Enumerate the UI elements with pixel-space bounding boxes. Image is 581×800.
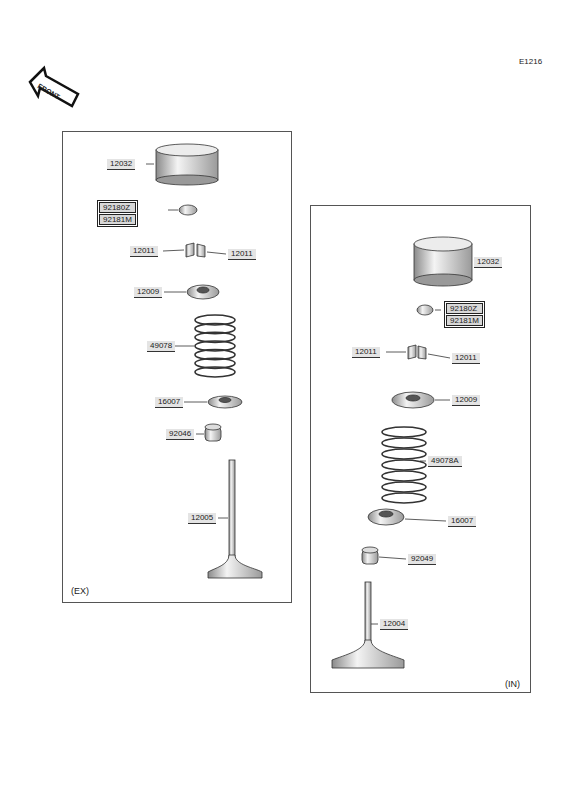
- exhaust-parts: [146, 144, 262, 578]
- callout-number: 12004: [380, 619, 408, 630]
- callout-number: 12011: [452, 353, 480, 364]
- spring-coil: [382, 493, 426, 503]
- part-number: 92181M: [446, 315, 483, 326]
- callout-number: 16007: [448, 516, 476, 527]
- part-number-box: 92180Z92181M: [97, 200, 138, 227]
- callout-number: 12032: [107, 159, 135, 170]
- spring-coil: [382, 460, 426, 470]
- panel-title: (IN): [505, 679, 520, 690]
- parts-panel: (EX) 92180Z92181M: [62, 131, 292, 603]
- diagram-code: E1216: [516, 57, 545, 67]
- callout-number: 12011: [228, 249, 256, 260]
- spring-coil: [382, 449, 426, 459]
- spring-coil: [382, 427, 426, 437]
- part-number: 92180Z: [446, 303, 483, 314]
- callout-number: 49078A: [428, 456, 462, 467]
- panel-title: (EX): [71, 586, 89, 597]
- callout-number: 12011: [130, 246, 158, 257]
- callout-number: 12009: [134, 287, 162, 298]
- callout-number: 12009: [452, 395, 480, 406]
- spring-coil: [195, 367, 235, 377]
- part-number: 92180Z: [99, 202, 136, 213]
- callout-number: 12011: [352, 347, 380, 358]
- callout-number: 12005: [188, 513, 216, 524]
- front-arrow: [30, 68, 78, 106]
- callout-number: 12032: [474, 257, 502, 268]
- callout-number: 16007: [155, 397, 183, 408]
- spring-coil: [382, 438, 426, 448]
- part-number: 92181M: [99, 214, 136, 225]
- callout-number: 92046: [166, 429, 194, 440]
- parts-panel: (IN) 92180Z92181M: [310, 205, 531, 693]
- spring-coil: [382, 471, 426, 481]
- callout-number: 49078: [147, 341, 175, 352]
- spring-coil: [382, 482, 426, 492]
- callout-number: 92049: [408, 554, 436, 565]
- part-number-box: 92180Z92181M: [444, 301, 485, 328]
